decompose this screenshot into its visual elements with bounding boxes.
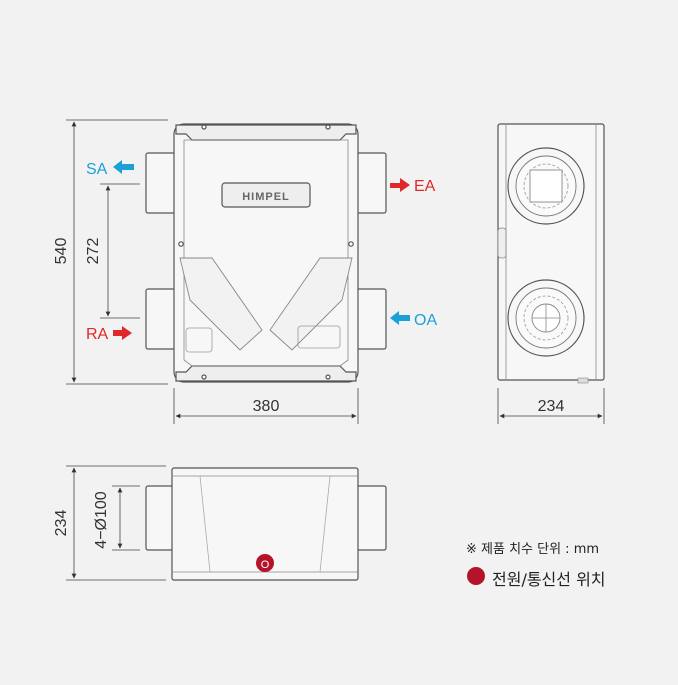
port-label-sa: SA [86,161,108,178]
side-dimensions [497,388,605,424]
bottom-duct-right [353,485,387,551]
duct-ra [145,288,179,350]
side-view [497,123,605,384]
brand-label: HIMPEL [242,191,290,203]
filter-left [179,257,263,351]
duct-ea [353,152,387,214]
duct-oa [353,288,387,350]
ea-arrow-icon [390,178,410,192]
sa-arrow-icon [113,160,134,174]
bottom-view [145,467,387,581]
dim-port-spacing-272: 272 [85,238,102,265]
port-label-ra: RA [86,326,109,343]
brand-plate [221,182,311,208]
dim-depth-234: 234 [538,398,565,415]
port-label-ea: EA [414,178,436,195]
dim-height-540: 540 [53,238,70,265]
dim-duct-diameter: 4−Ø100 [93,491,110,548]
unit-note: ※ 제품 치수 단위 : mm [466,542,600,557]
front-view [145,123,387,383]
bottom-body [171,467,359,581]
bottom-dimensions [66,465,166,581]
dim-width-380: 380 [253,398,280,415]
legend-label: 전원/통신선 위치 [492,570,606,589]
filter-right [269,257,353,351]
oa-arrow-icon [390,311,410,325]
duct-sa [145,152,179,214]
front-dimensions [66,119,359,424]
ra-arrow-icon [113,326,132,340]
power-marker-label: O [261,559,270,571]
power-location-marker [256,554,274,572]
legend-marker-icon [467,567,485,585]
front-body [173,123,359,383]
port-label-oa: OA [414,312,437,329]
dim-bottom-height-234: 234 [53,510,70,537]
port-arrows [113,160,410,340]
